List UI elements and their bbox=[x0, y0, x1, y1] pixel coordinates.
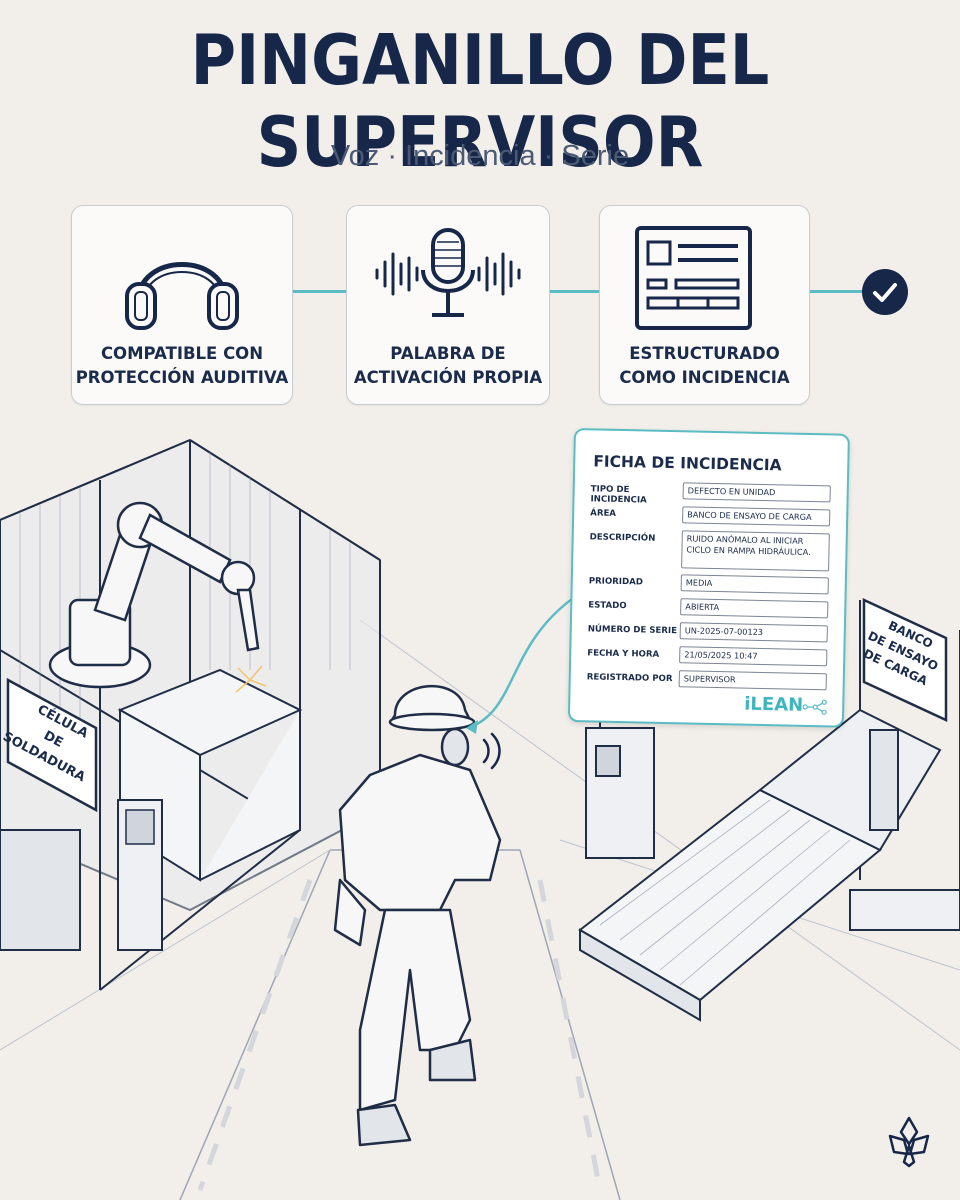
field-numero-serie: NÚMERO DE SERIE UN-2025-07-00123 bbox=[588, 622, 836, 643]
connector-line bbox=[808, 290, 864, 293]
incident-form-card: FICHA DE INCIDENCIA TIPO DE INCIDENCIA D… bbox=[567, 428, 850, 728]
field-tipo: TIPO DE INCIDENCIA DEFECTO EN UNIDAD bbox=[590, 482, 839, 506]
connector-line bbox=[548, 290, 600, 293]
field-prioridad: PRIORIDAD MEDIA bbox=[589, 574, 837, 595]
network-nodes-icon bbox=[802, 699, 827, 715]
field-registrado-por: REGISTRADO POR SUPERVISOR bbox=[587, 670, 835, 691]
connector-line bbox=[291, 290, 347, 293]
feature-label: COMPATIBLE CON PROTECCIÓN AUDITIVA bbox=[75, 344, 289, 387]
field-area: ÁREA BANCO DE ENSAYO DE CARGA bbox=[590, 506, 838, 527]
page-subtitle: Voz · Incidencia · Serie bbox=[330, 140, 630, 172]
form-icon bbox=[600, 222, 809, 337]
feature-card-hearing-protection: COMPATIBLE CON PROTECCIÓN AUDITIVA bbox=[71, 205, 293, 405]
brand-logo-icon bbox=[888, 1116, 930, 1168]
field-descripcion: DESCRIPCIÓN RUIDO ANÓMALO AL INICIAR CIC… bbox=[590, 530, 838, 572]
checkmark-icon bbox=[862, 269, 908, 315]
feature-label: ESTRUCTURADO COMO INCIDENCIA bbox=[619, 344, 790, 387]
feature-card-structured-incident: ESTRUCTURADO COMO INCIDENCIA bbox=[599, 205, 810, 405]
feature-label: PALABRA DE ACTIVACIÓN PROPIA bbox=[353, 344, 543, 387]
feature-card-wake-word: PALABRA DE ACTIVACIÓN PROPIA bbox=[346, 205, 550, 405]
microphone-icon bbox=[347, 222, 549, 337]
field-fecha-hora: FECHA Y HORA 21/05/2025 10:47 bbox=[587, 646, 835, 667]
page-title: PINGANILLO DEL SUPERVISOR bbox=[190, 19, 770, 183]
ilean-brand-label: iLEAN bbox=[744, 693, 804, 716]
headphones-icon bbox=[72, 222, 292, 337]
incident-form-title: FICHA DE INCIDENCIA bbox=[593, 452, 782, 475]
factory-scene-illustration bbox=[0, 438, 960, 1200]
field-estado: ESTADO ABIERTA bbox=[588, 598, 836, 619]
